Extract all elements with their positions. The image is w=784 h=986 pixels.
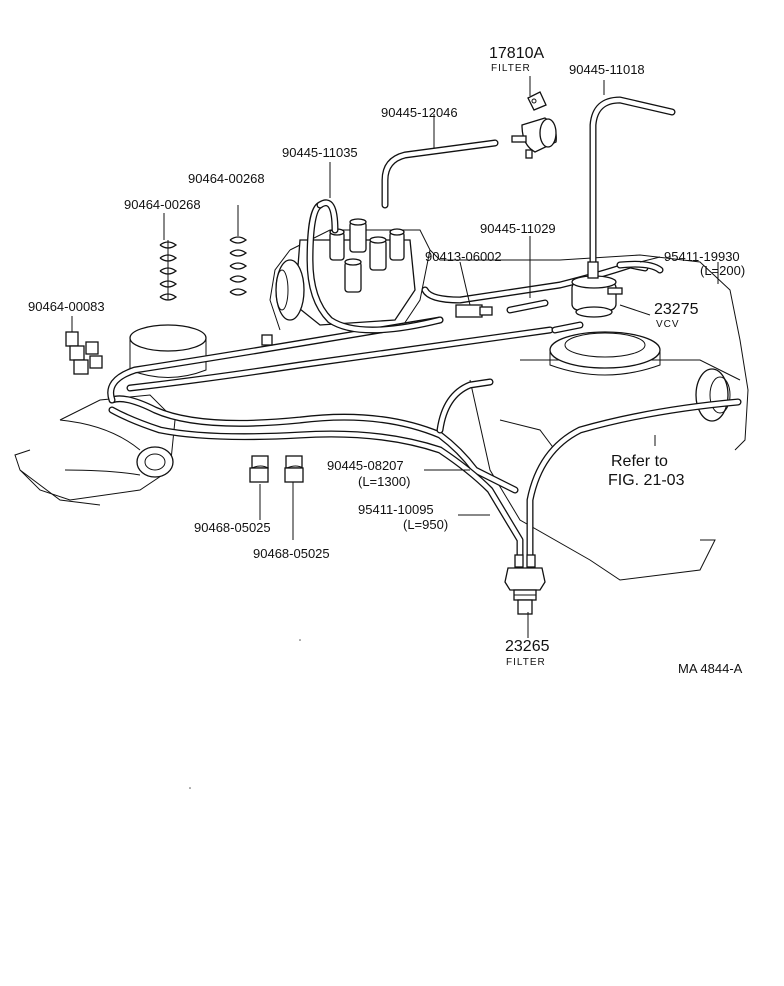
figure-code: MA 4844-A [678, 661, 743, 676]
refer-to-text: Refer to [611, 453, 668, 470]
part-label-90445-12046: 90445-12046 [381, 105, 458, 120]
right-diaphragm [695, 368, 731, 422]
filter-icon [511, 91, 557, 159]
part-label-90445-11029: 90445-11029 [480, 221, 556, 236]
carburetor-top [549, 331, 661, 376]
part-label-90468-05025-a: 90468-05025 [194, 520, 271, 535]
part-desc-23275: VCV [656, 319, 680, 330]
part-label-95411-10095: 95411-10095 [358, 502, 434, 517]
distributor-icon [275, 218, 416, 326]
vcv-valve-icon [571, 261, 623, 318]
part-label-95411-19930: 95411-19930 [664, 249, 740, 264]
part-label-90413-06002: 90413-06002 [425, 249, 502, 264]
part-label-90464-00268-a: 90464-00268 [124, 197, 201, 212]
part-label-17810a: 17810A [489, 45, 545, 62]
part-label-23275: 23275 [654, 301, 699, 318]
scan-dot [299, 639, 301, 641]
part-label-90445-08207: 90445-08207 [327, 458, 404, 473]
part-desc-23265: FILTER [506, 657, 546, 668]
filter-bottom-icon [504, 554, 546, 615]
hose-clamp-icon [65, 205, 304, 540]
part-label-23265: 23265 [505, 638, 550, 655]
intake-elbow [59, 419, 174, 478]
leader-lines [163, 76, 719, 638]
part-desc-17810a: FILTER [491, 63, 531, 74]
part-length-90445-08207: (L=1300) [358, 474, 411, 489]
connector-icon [455, 304, 493, 318]
hose-icon [107, 96, 742, 564]
refer-figure-text: FIG. 21-03 [608, 472, 685, 489]
part-label-90464-00083: 90464-00083 [28, 299, 105, 314]
part-label-90445-11018: 90445-11018 [569, 62, 645, 77]
part-label-90445-11035: 90445-11035 [282, 145, 358, 160]
part-length-95411-10095: (L=950) [403, 517, 449, 532]
part-label-90464-00268-b: 90464-00268 [188, 171, 265, 186]
part-label-90468-05025-b: 90468-05025 [253, 546, 330, 561]
part-length-95411-19930: (L=200) [700, 263, 746, 278]
scan-dot [189, 787, 191, 789]
